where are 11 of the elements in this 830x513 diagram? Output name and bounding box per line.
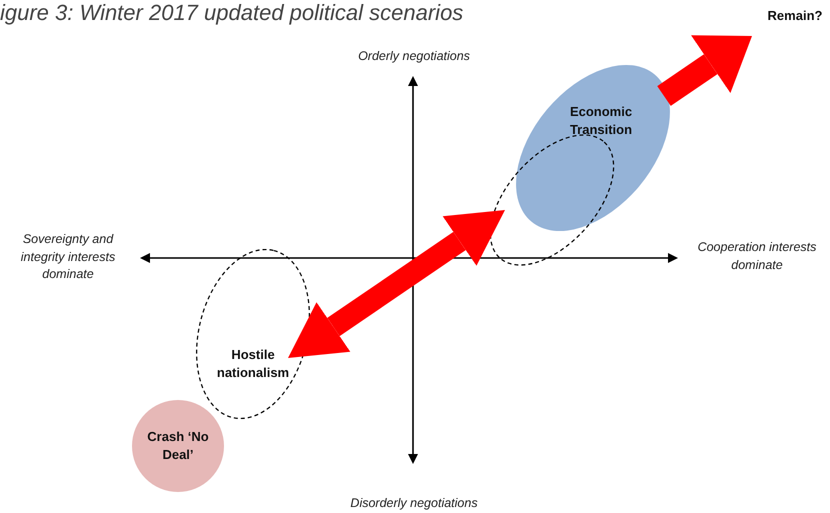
double-arrow bbox=[288, 210, 505, 358]
scenario-name: Economic Transition bbox=[568, 103, 634, 139]
axis-label: Orderly negotiations bbox=[357, 48, 471, 65]
scenario-name: Remain? bbox=[766, 7, 824, 25]
scenario-name: Hostile nationalism bbox=[216, 346, 290, 382]
axis-label: Disorderly negotiations bbox=[349, 495, 479, 512]
arrow bbox=[657, 35, 752, 106]
axis-label: Sovereignty and integrity interests dominate bbox=[20, 231, 116, 283]
figure-title: igure 3: Winter 2017 updated political scenarios bbox=[0, 0, 464, 26]
scenario-name: Crash ‘No Deal’ bbox=[146, 428, 210, 464]
axis-label: Cooperation interests dominate bbox=[696, 239, 818, 274]
